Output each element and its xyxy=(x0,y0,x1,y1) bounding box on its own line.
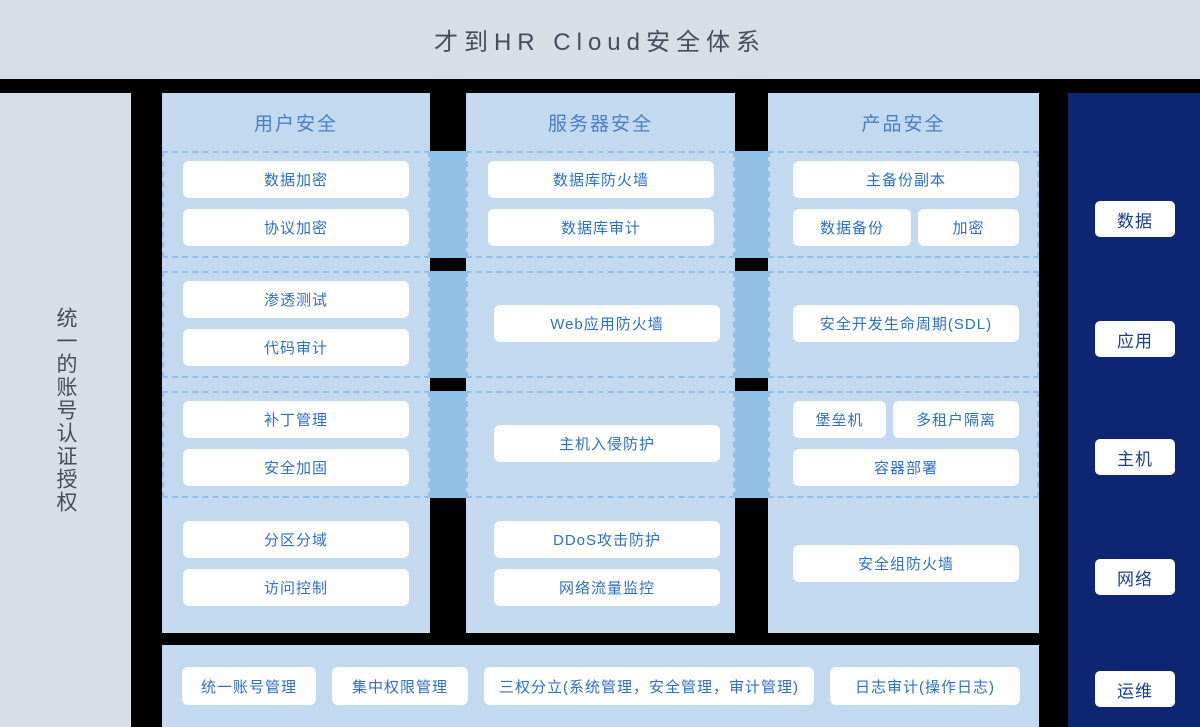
security-item-chip[interactable]: Web应用防火墙 xyxy=(494,305,720,342)
security-item-chip[interactable]: 安全加固 xyxy=(183,449,409,486)
column-col-1: 用户安全数据加密协议加密渗透测试代码审计补丁管理安全加固分区分域访问控制 xyxy=(162,93,430,633)
group-band xyxy=(162,391,430,498)
bottom-bar-chip[interactable]: 集中权限管理 xyxy=(332,667,468,705)
group-band xyxy=(162,151,430,258)
security-item-chip[interactable]: 数据加密 xyxy=(183,161,409,198)
security-item-chip[interactable]: 加密 xyxy=(918,209,1019,246)
security-item-chip[interactable]: 渗透测试 xyxy=(183,281,409,318)
column-title: 服务器安全 xyxy=(547,113,653,135)
security-item-chip[interactable]: 主备份副本 xyxy=(793,161,1019,198)
security-item-chip[interactable]: 多租户隔离 xyxy=(893,401,1019,438)
left-rail-label: 统一的账号认证授权 xyxy=(54,306,77,514)
group-connector-band xyxy=(428,151,466,258)
security-item-chip[interactable]: 堡垒机 xyxy=(793,401,886,438)
security-item-chip[interactable]: 分区分域 xyxy=(183,521,409,558)
group-connector-band xyxy=(735,151,769,258)
security-item-chip[interactable]: 数据备份 xyxy=(793,209,911,246)
security-item-chip[interactable]: 安全开发生命周期(SDL) xyxy=(793,305,1019,342)
security-item-chip[interactable]: 访问控制 xyxy=(183,569,409,606)
group-connector-band xyxy=(428,271,466,378)
group-connector-band xyxy=(428,391,466,498)
column-title: 用户安全 xyxy=(253,113,338,135)
security-item-chip[interactable]: 补丁管理 xyxy=(183,401,409,438)
diagram-stage: 用户安全数据加密协议加密渗透测试代码审计补丁管理安全加固分区分域访问控制服务器安… xyxy=(0,93,1068,727)
bottom-bar-chip[interactable]: 三权分立(系统管理，安全管理，审计管理) xyxy=(484,667,814,705)
layer-chip[interactable]: 应用 xyxy=(1095,321,1175,357)
bottom-bar-chip[interactable]: 日志审计(操作日志) xyxy=(830,667,1020,705)
security-item-chip[interactable]: 容器部署 xyxy=(793,449,1019,486)
group-band xyxy=(162,271,430,378)
group-connector-band xyxy=(735,391,769,498)
left-rail-unified-account: 统一的账号认证授权 xyxy=(0,93,131,727)
column-col-2: 服务器安全数据库防火墙数据库审计 Web应用防火墙主机入侵防护 DDoS攻击防护网络… xyxy=(466,93,735,633)
page-header: 才到HR Cloud安全体系 xyxy=(0,0,1200,79)
group-band xyxy=(466,151,735,258)
layer-chip[interactable]: 主机 xyxy=(1095,439,1175,475)
group-band xyxy=(768,391,1039,498)
bottom-bar-account-management: 统一账号管理集中权限管理三权分立(系统管理，安全管理，审计管理) 日志审计(操作日… xyxy=(162,645,1039,727)
security-item-chip[interactable]: 数据库审计 xyxy=(488,209,714,246)
group-connector-band xyxy=(735,271,769,378)
group-band xyxy=(768,151,1039,258)
security-item-chip[interactable]: 代码审计 xyxy=(183,329,409,366)
right-rail-layers: 数据应用主机网络运维 xyxy=(1068,93,1200,727)
security-item-chip[interactable]: 网络流量监控 xyxy=(494,569,720,606)
group-band xyxy=(466,271,735,378)
group-band xyxy=(466,391,735,498)
security-item-chip[interactable]: DDoS攻击防护 xyxy=(494,521,720,558)
layer-chip[interactable]: 数据 xyxy=(1095,201,1175,237)
security-item-chip[interactable]: 安全组防火墙 xyxy=(793,545,1019,582)
layer-chip[interactable]: 运维 xyxy=(1095,671,1175,707)
page-title: 才到HR Cloud安全体系 xyxy=(433,29,767,56)
column-col-3: 产品安全主备份副本数据备份加密安全开发生命周期(SDL) 堡垒机多租户隔离容器部署… xyxy=(768,93,1039,633)
security-item-chip[interactable]: 数据库防火墙 xyxy=(488,161,714,198)
bottom-bar-chip[interactable]: 统一账号管理 xyxy=(182,667,316,705)
security-item-chip[interactable]: 主机入侵防护 xyxy=(494,425,720,462)
column-title: 产品安全 xyxy=(861,113,946,135)
security-item-chip[interactable]: 协议加密 xyxy=(183,209,409,246)
group-band xyxy=(768,271,1039,378)
layer-chip[interactable]: 网络 xyxy=(1095,559,1175,595)
